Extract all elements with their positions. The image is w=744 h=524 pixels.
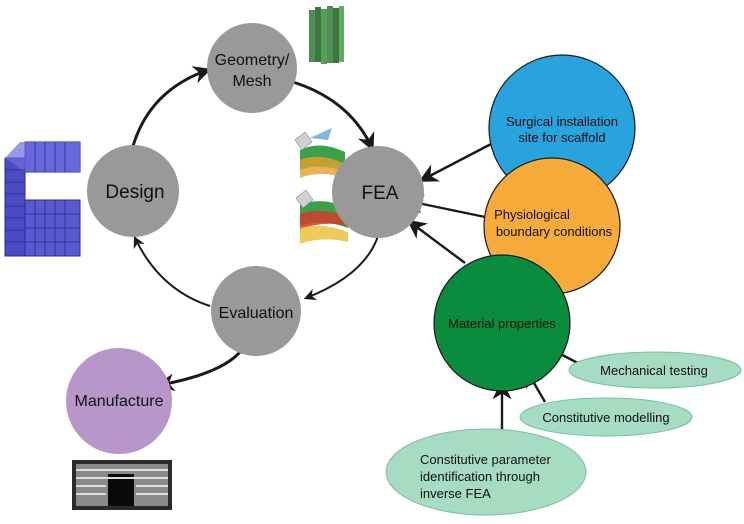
mesh-stack-illustration [309, 6, 344, 64]
inverse-fea-oval [385, 428, 587, 516]
fea-result-illustration [294, 128, 348, 244]
inverse-fea-node: Constitutive parameter identification th… [385, 428, 587, 516]
constitutive-modelling-oval [519, 397, 693, 437]
fea-node: FEA [332, 146, 424, 238]
geometry-mesh-circle [207, 23, 297, 113]
constitutive-modelling-node: Constitutive modelling [519, 397, 693, 437]
material-node: Material properties [433, 254, 571, 392]
manufacture-node: Manufacture [66, 348, 172, 454]
inverse-fea-label-line1: Constitutive parameter [420, 452, 551, 467]
evaluation-label: Evaluation [219, 305, 294, 322]
design-node: Design [87, 145, 179, 237]
scaffold-illustration [4, 141, 81, 257]
arrow-evaluation-to-design [133, 235, 211, 307]
evaluation-node: Evaluation [211, 266, 301, 356]
geometry-mesh-label-line2: Mesh [232, 73, 271, 90]
fea-circle [332, 146, 424, 238]
manufacture-label: Manufacture [75, 393, 164, 410]
fea-label: FEA [362, 183, 399, 204]
mechanical-testing-oval [568, 351, 742, 389]
mechanical-testing-node: Mechanical testing [568, 351, 742, 389]
arrow-material-to-fea [406, 219, 466, 264]
inverse-fea-label-line2: identification through [420, 469, 540, 484]
arrow-fea-to-evaluation [303, 235, 379, 301]
material-label: Material properties [448, 316, 556, 331]
inverse-fea-label-line3: inverse FEA [420, 486, 491, 501]
constitutive-modelling-label: Constitutive modelling [542, 410, 669, 425]
physiological-label-line1: Physiological [494, 207, 570, 222]
surgical-label-line2: site for scaffold [518, 130, 605, 145]
geometry-mesh-node: Geometry/ Mesh [207, 23, 297, 113]
arrow-design-to-geometry [131, 66, 212, 147]
design-label: Design [105, 182, 164, 203]
design-circle [87, 145, 179, 237]
material-circle [433, 254, 571, 392]
manufacture-circle [66, 348, 172, 454]
mechanical-testing-label: Mechanical testing [600, 363, 708, 378]
physiological-label-line2: boundary conditions [496, 224, 613, 239]
arrow-geometry-to-fea [292, 80, 375, 152]
surgical-label-line1: Surgical installation [506, 114, 618, 129]
evaluation-circle [211, 266, 301, 356]
arrow-surgical-to-fea [418, 141, 494, 182]
arrow-evaluation-to-manufacture [156, 344, 247, 392]
manufactured-scaffold-photo [72, 460, 172, 510]
geometry-mesh-label-line1: Geometry/ [215, 52, 290, 69]
